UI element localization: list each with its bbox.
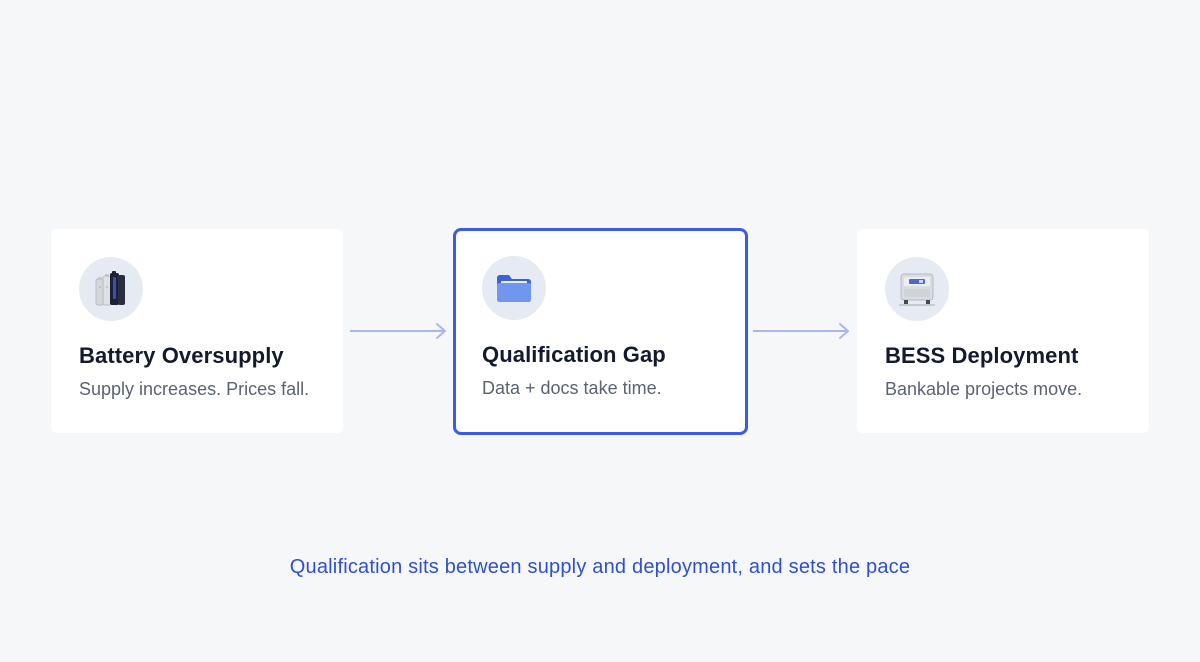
- step-description: Data + docs take time.: [482, 378, 662, 398]
- battery-storage-unit-icon: [885, 257, 949, 321]
- battery-cells-icon: [79, 257, 143, 321]
- step-description: Supply increases. Prices fall.: [79, 379, 310, 399]
- step-title: Battery Oversupply: [79, 343, 284, 368]
- diagram-caption: Qualification sits between supply and de…: [289, 556, 911, 578]
- step-card-qualification-gap: Qualification Gap Data + docs take time.: [453, 228, 748, 435]
- step-description: Bankable projects move.: [885, 379, 1083, 399]
- step-title: BESS Deployment: [885, 343, 1079, 368]
- flow-arrow-icon: [350, 323, 446, 339]
- step-title: Qualification Gap: [482, 342, 666, 367]
- step-card-bess-deployment: BESS Deployment Bankable projects move.: [857, 229, 1149, 433]
- flow-arrow-icon: [753, 323, 849, 339]
- step-card-battery-oversupply: Battery Oversupply Supply increases. Pri…: [51, 229, 343, 433]
- folder-icon: [482, 256, 546, 320]
